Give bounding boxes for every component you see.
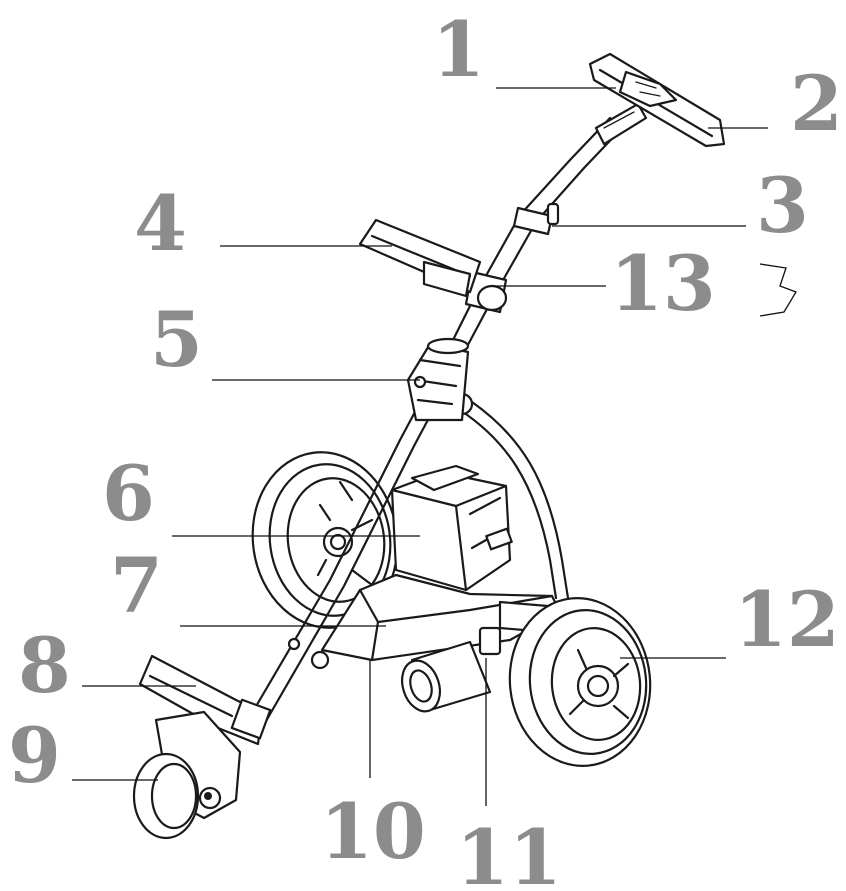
- axle-bolt: [287, 637, 330, 670]
- front-wheel: [132, 710, 242, 840]
- front-bag-support: [138, 654, 272, 746]
- battery: [390, 464, 513, 592]
- callout-13: 13: [610, 239, 716, 328]
- right-rear-wheel: [508, 597, 652, 767]
- callout-10: 10: [320, 787, 426, 876]
- callout-5: 5: [150, 295, 203, 384]
- height-collar: [512, 202, 560, 236]
- callout-8: 8: [18, 621, 71, 710]
- main-tube: [246, 116, 626, 730]
- callout-3: 3: [756, 161, 809, 250]
- callout-1: 1: [432, 5, 485, 94]
- trolley-illustration: [132, 52, 726, 840]
- leader-lines: [72, 87, 797, 806]
- folding-hinge: [406, 337, 470, 422]
- handle-shaft: [594, 102, 648, 146]
- callout-7: 7: [110, 541, 163, 630]
- callout-6: 6: [102, 449, 155, 538]
- stray-mark: [759, 263, 797, 317]
- motor: [400, 626, 502, 713]
- scorecard-holder: [358, 218, 482, 298]
- callout-9: 9: [8, 711, 61, 800]
- handle-grip: [588, 52, 726, 148]
- callout-12: 12: [734, 575, 840, 664]
- callout-numbers: 1 2 3 4 13 5 6 7 12 8 9 10 11: [8, 5, 843, 891]
- lock-collar: [464, 270, 508, 314]
- callout-11: 11: [456, 813, 562, 891]
- callout-4: 4: [134, 179, 187, 268]
- callout-2: 2: [790, 59, 843, 148]
